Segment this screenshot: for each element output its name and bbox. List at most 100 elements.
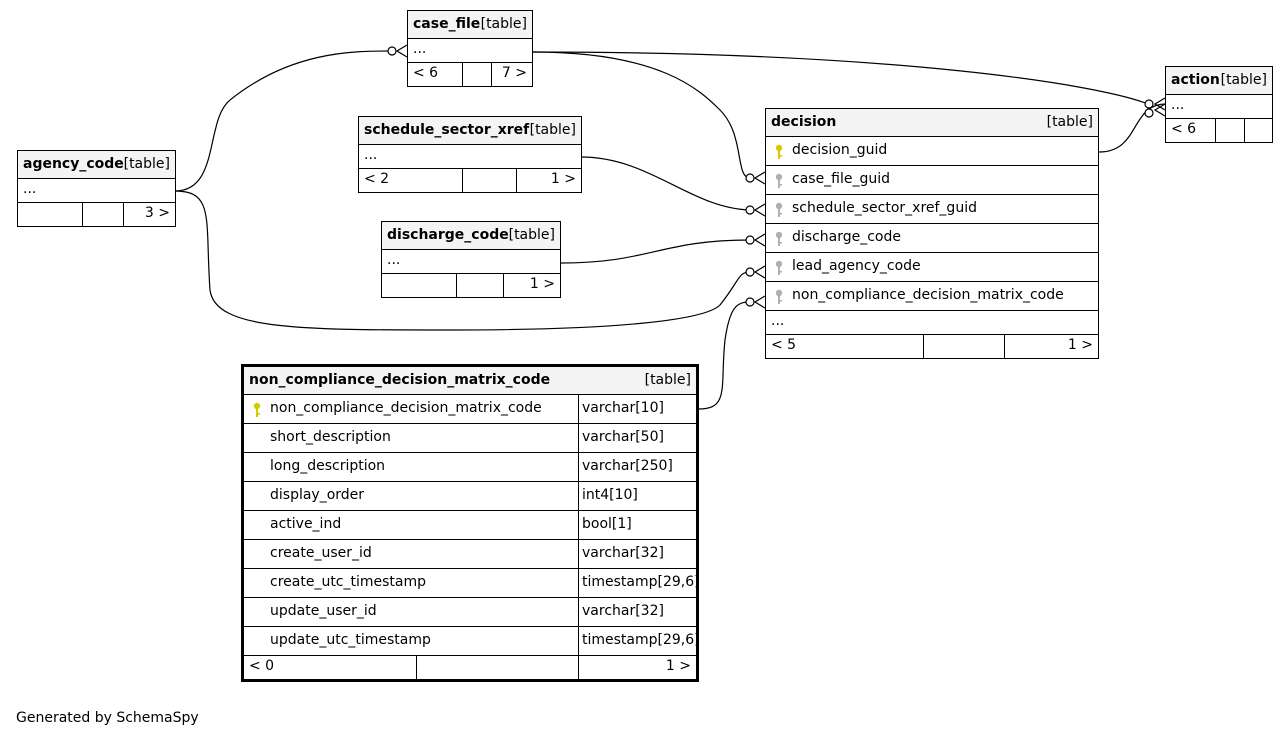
column-name: case_file_guid xyxy=(792,171,891,187)
children-cell[interactable]: 1 > xyxy=(503,274,560,297)
crows-foot-4 xyxy=(753,265,766,279)
table-header: discharge_code [table] xyxy=(382,222,560,250)
children-count[interactable]: 7 > xyxy=(501,65,527,81)
table-header: case_file [table] xyxy=(408,11,532,39)
column-name: update_user_id xyxy=(270,603,377,619)
table-action[interactable]: action [table] ... < 6 xyxy=(1165,66,1273,143)
ellipsis-text: ... xyxy=(364,147,378,163)
table-name[interactable]: decision xyxy=(771,114,837,130)
relation-case-file-decision xyxy=(532,51,751,179)
footer-cell xyxy=(923,335,1004,358)
children-cell[interactable]: 1 > xyxy=(578,656,696,679)
column-type: varchar[250] xyxy=(582,458,673,474)
children-cell[interactable]: 3 > xyxy=(123,203,175,226)
column-divider xyxy=(578,424,579,452)
column-name: decision_guid xyxy=(792,142,888,158)
table-schedule-sector-xref[interactable]: schedule_sector_xref [table] ... < 2 1 > xyxy=(358,116,582,193)
column-row[interactable]: update_utc_timestamp timestamp[29,6] xyxy=(244,627,700,656)
table-name[interactable]: agency_code xyxy=(23,156,124,172)
ellipsis-text: ... xyxy=(387,252,401,268)
table-header: agency_code [table] xyxy=(18,151,175,179)
footer-cell xyxy=(1215,119,1244,142)
parents-cell[interactable]: < 0 xyxy=(244,656,416,679)
column-row[interactable]: case_file_guid xyxy=(766,166,1098,195)
column-row[interactable]: update_user_id varchar[32] xyxy=(244,598,696,627)
column-type: varchar[10] xyxy=(582,400,664,416)
table-name[interactable]: schedule_sector_xref xyxy=(364,122,530,138)
relation-case-file-action xyxy=(532,51,1149,105)
parents-count[interactable]: < 2 xyxy=(364,171,390,187)
column-list: decision_guid case_file_guid schedule_sect… xyxy=(766,137,1098,311)
column-row[interactable]: schedule_sector_xref_guid xyxy=(766,195,1098,224)
foreign-key-icon xyxy=(774,260,784,276)
zero-marker xyxy=(1144,108,1154,118)
children-cell[interactable]: 7 > xyxy=(491,63,532,86)
footer-cell xyxy=(1244,119,1272,142)
column-name: short_description xyxy=(270,429,391,445)
children-count[interactable]: 1 > xyxy=(665,658,691,674)
zero-marker xyxy=(745,235,755,245)
children-cell[interactable]: 1 > xyxy=(516,169,581,192)
column-divider xyxy=(578,627,579,655)
table-name[interactable]: non_compliance_decision_matrix_code xyxy=(249,372,551,388)
table-name[interactable]: case_file xyxy=(413,16,481,32)
column-row[interactable]: lead_agency_code xyxy=(766,253,1098,282)
ellipsis-text: ... xyxy=(1171,97,1185,113)
ellipsis-text: ... xyxy=(413,41,427,57)
table-name[interactable]: action xyxy=(1171,72,1220,88)
children-count[interactable]: 3 > xyxy=(144,205,170,221)
column-name: update_utc_timestamp xyxy=(270,632,431,648)
parents-count[interactable]: < 5 xyxy=(771,337,797,353)
children-cell[interactable]: 1 > xyxy=(1004,335,1098,358)
column-row[interactable]: non_compliance_decision_matrix_code xyxy=(766,282,1098,311)
parents-cell[interactable]: < 2 xyxy=(359,169,462,192)
table-name[interactable]: discharge_code xyxy=(387,227,509,243)
children-count[interactable]: 1 > xyxy=(529,276,555,292)
column-type: bool[1] xyxy=(582,516,632,532)
relation-agency-decision xyxy=(174,190,751,331)
column-divider xyxy=(578,482,579,510)
ellipsis-text: ... xyxy=(23,181,37,197)
parents-count[interactable]: < 0 xyxy=(249,658,275,674)
column-type: timestamp[29,6] xyxy=(582,632,700,648)
column-name: lead_agency_code xyxy=(792,258,921,274)
parents-cell[interactable]: < 6 xyxy=(408,63,462,86)
ellipsis-row: ... xyxy=(766,311,1098,335)
column-type: varchar[32] xyxy=(582,603,664,619)
table-footer: < 0 1 > xyxy=(244,656,696,679)
zero-marker xyxy=(745,205,755,215)
crows-foot-case-file xyxy=(395,44,408,58)
relation-schedule-decision xyxy=(580,156,751,211)
footer-cell xyxy=(416,656,578,679)
parents-count[interactable]: < 6 xyxy=(413,65,439,81)
crows-foot-3 xyxy=(753,233,766,247)
table-header: schedule_sector_xref [table] xyxy=(359,117,581,145)
table-footer: 3 > xyxy=(18,203,175,226)
table-agency-code[interactable]: agency_code [table] ... 3 > xyxy=(17,150,176,227)
primary-key-icon xyxy=(774,144,784,160)
parents-count[interactable]: < 6 xyxy=(1171,121,1197,137)
table-non-compliance-decision-matrix-code[interactable]: non_compliance_decision_matrix_code [tab… xyxy=(241,364,700,682)
column-row[interactable]: discharge_code xyxy=(766,224,1098,253)
column-row[interactable]: decision_guid xyxy=(766,137,1098,166)
foreign-key-icon xyxy=(774,202,784,218)
parents-cell[interactable]: < 5 xyxy=(766,335,923,358)
column-name: non_compliance_decision_matrix_code xyxy=(792,287,1064,303)
zero-marker xyxy=(1144,99,1154,109)
table-discharge-code[interactable]: discharge_code [table] ... 1 > xyxy=(381,221,561,298)
table-footer: < 2 1 > xyxy=(359,169,581,192)
table-case-file[interactable]: case_file [table] ... < 6 7 > xyxy=(407,10,533,87)
parents-cell[interactable]: < 6 xyxy=(1166,119,1215,142)
children-count[interactable]: 1 > xyxy=(550,171,576,187)
children-count[interactable]: 1 > xyxy=(1067,337,1093,353)
column-row[interactable]: short_description varchar[50] xyxy=(244,424,696,453)
column-type: varchar[50] xyxy=(582,429,664,445)
zero-marker xyxy=(745,267,755,277)
